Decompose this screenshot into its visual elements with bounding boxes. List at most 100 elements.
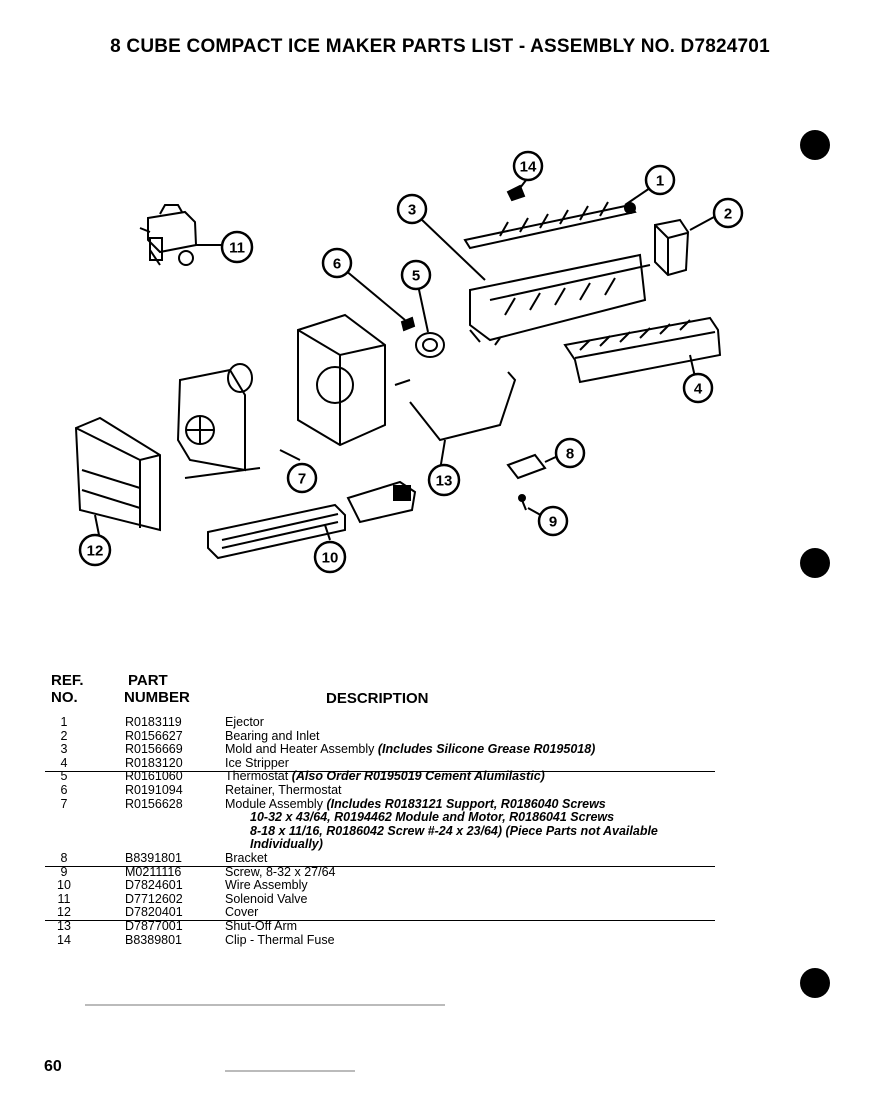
description-text: Clip - Thermal Fuse: [225, 932, 335, 947]
ref-cell: 1: [60, 715, 68, 729]
description-text: Wire Assembly: [225, 878, 308, 893]
part-number-cell: R0156627: [125, 728, 183, 743]
module-assembly-drawing: [176, 313, 411, 479]
ref-cell: 10: [57, 878, 71, 893]
description-text: Mold and Heater Assembly: [225, 742, 375, 757]
callout-3: 3: [396, 193, 428, 225]
table-row-continuation: 8-18 x 11/16, R0186042 Screw #-24 x 23/6…: [0, 823, 880, 839]
callout-13: 13: [427, 463, 461, 497]
description-cell: Mold and Heater Assembly (Includes Silic…: [225, 742, 596, 757]
description-text: Solenoid Valve: [225, 891, 308, 906]
callout-1: 1: [644, 164, 676, 196]
description-header: DESCRIPTION: [326, 690, 429, 707]
description-cell: Retainer, Thermostat: [225, 782, 342, 798]
part-number-cell: D7712602: [125, 891, 183, 906]
part-number-cell: R0183120: [125, 755, 183, 770]
table-row: 10 D7824601 Wire Assembly: [0, 878, 880, 893]
description-text: Bracket: [225, 850, 268, 865]
description-cell: Ice Stripper: [225, 756, 289, 771]
ref-cell: 5: [60, 769, 68, 784]
callout-6: 6: [321, 247, 353, 279]
ref-no-header: REF. NO.: [51, 672, 84, 706]
part-number-cell: M0211116: [125, 864, 182, 879]
wire-assembly-drawing: [207, 480, 417, 560]
callout-11: 11: [220, 230, 254, 264]
thermostat-drawing: [415, 332, 445, 358]
retainer-drawing: [400, 316, 416, 332]
callout-7: 7: [286, 462, 318, 494]
ref-cell: 12: [57, 905, 71, 920]
part-number-cell: B8391801: [125, 850, 183, 865]
part-number-cell: D7877001: [125, 918, 183, 933]
part-header-line1: PART: [128, 672, 168, 689]
description-text: Screw, 8-32 x 27/64: [225, 864, 336, 879]
scan-smudge: [225, 1070, 355, 1072]
part-number-cell: D7824601: [125, 878, 183, 893]
description-cell: Module Assembly (Includes R0183121 Suppo…: [225, 797, 606, 812]
description-cell: Shut-Off Arm: [225, 919, 297, 934]
description-cell: Bracket: [225, 850, 268, 866]
ref-cell: 3: [60, 742, 68, 757]
callout-4: 4: [682, 372, 714, 404]
callout-label: 8: [566, 446, 574, 463]
table-row: 2 R0156627 Bearing and Inlet: [0, 728, 880, 744]
punch-hole: [800, 968, 830, 998]
callout-label: 6: [333, 256, 341, 273]
part-header-line2: NUMBER: [124, 689, 190, 706]
part-number-cell: B8389801: [125, 932, 183, 947]
table-row-continuation: 10-32 x 43/64, R0194462 Module and Motor…: [0, 811, 880, 825]
callout-label: 2: [724, 206, 732, 223]
callout-5: 5: [400, 259, 432, 291]
part-number-header: PART NUMBER: [124, 672, 190, 706]
callout-label: 5: [412, 268, 420, 285]
table-row: 13 D7877001 Shut-Off Arm: [0, 918, 880, 934]
scan-smudge: [85, 1004, 445, 1006]
ejector-drawing: [463, 201, 637, 250]
description-cell: Clip - Thermal Fuse: [225, 932, 335, 948]
callout-label: 10: [322, 550, 339, 567]
page-number: 60: [44, 1058, 62, 1075]
ref-header-line1: REF.: [51, 672, 84, 689]
ref-cell: 9: [60, 864, 68, 879]
row-divider: [45, 920, 715, 921]
page-title: 8 CUBE COMPACT ICE MAKER PARTS LIST - AS…: [110, 36, 770, 57]
description-cell: Ejector: [225, 715, 264, 730]
shut-off-arm-drawing: [409, 371, 517, 442]
callout-label: 9: [549, 514, 557, 531]
ice-stripper-drawing: [563, 316, 722, 384]
punch-hole: [800, 130, 830, 160]
callout-8: 8: [554, 437, 586, 469]
description-text: Ejector: [225, 715, 264, 729]
description-continuation: 8-18 x 11/16, R0186042 Screw #-24 x 23/6…: [250, 823, 658, 838]
description-continuation: Individually): [250, 837, 323, 852]
description-cell: Thermostat (Also Order R0195019 Cement A…: [225, 770, 545, 784]
ref-cell: 13: [57, 918, 71, 933]
exploded-parts-diagram: 1 2 3 4 5 6 7 8 9 10 11 12 13 14: [74, 150, 744, 574]
description-note: (Includes Silicone Grease R0195018): [377, 742, 596, 757]
description-cell: Bearing and Inlet: [225, 729, 320, 744]
description-cell: Screw, 8-32 x 27/64: [225, 864, 336, 880]
ref-cell: 2: [60, 728, 68, 743]
part-number-cell: R0156628: [125, 796, 183, 811]
ref-cell: 14: [57, 932, 71, 947]
description-text: Retainer, Thermostat: [225, 782, 342, 797]
bracket-drawing: [506, 453, 547, 480]
table-row: 14 B8389801 Clip - Thermal Fuse: [0, 932, 880, 948]
row-divider: [45, 866, 715, 867]
callout-2: 2: [712, 197, 744, 229]
callout-14: 14: [512, 150, 544, 182]
callout-12: 12: [78, 533, 112, 567]
table-row-continuation: Individually): [0, 838, 880, 852]
solenoid-valve-drawing: [139, 204, 198, 266]
callout-label: 14: [520, 159, 537, 176]
callout-label: 1: [656, 173, 664, 190]
callout-label: 13: [436, 473, 453, 490]
